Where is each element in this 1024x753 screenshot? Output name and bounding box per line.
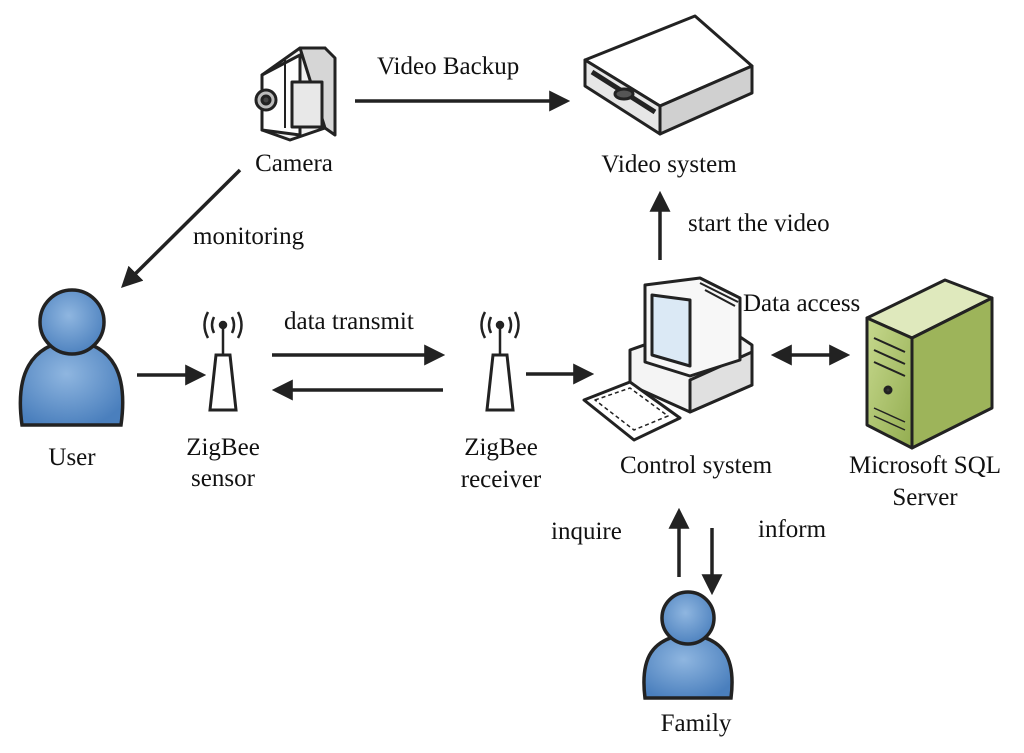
family-icon xyxy=(642,590,734,700)
edge-label-data-access: Data access xyxy=(743,290,861,317)
server-icon xyxy=(865,278,994,450)
computer-icon xyxy=(582,276,754,442)
video-recorder-icon xyxy=(583,14,754,136)
node-label-user: User xyxy=(48,444,96,471)
edge-label-inquire: inquire xyxy=(551,518,622,545)
edge-label-monitoring: monitoring xyxy=(193,223,305,250)
edge-label-data-transmit: data transmit xyxy=(284,308,414,335)
monitoring-arrow xyxy=(121,168,242,288)
node-label-sql-server-line2: Server xyxy=(892,484,958,511)
node-label-sql-server-line1: Microsoft SQL xyxy=(848,452,1002,479)
node-label-camera: Camera xyxy=(255,150,333,177)
node-label-family: Family xyxy=(660,710,732,737)
edge-label-video-backup: Video Backup xyxy=(377,53,520,80)
antenna-icon xyxy=(480,311,520,412)
camera-icon xyxy=(254,46,337,142)
node-label-video-system: Video system xyxy=(601,151,737,178)
node-label-zigbee-receiver-line1: ZigBee xyxy=(464,434,538,461)
node-label-zigbee-receiver-line2: receiver xyxy=(460,466,542,493)
edge-label-inform: inform xyxy=(758,516,827,543)
antenna-icon xyxy=(203,311,243,412)
node-label-control-system: Control system xyxy=(619,452,773,479)
node-label-zigbee-sensor-line2: sensor xyxy=(191,465,255,492)
edge-label-start-video: start the video xyxy=(688,210,830,237)
user-icon xyxy=(18,288,125,427)
node-label-zigbee-sensor-line1: ZigBee xyxy=(186,434,260,461)
